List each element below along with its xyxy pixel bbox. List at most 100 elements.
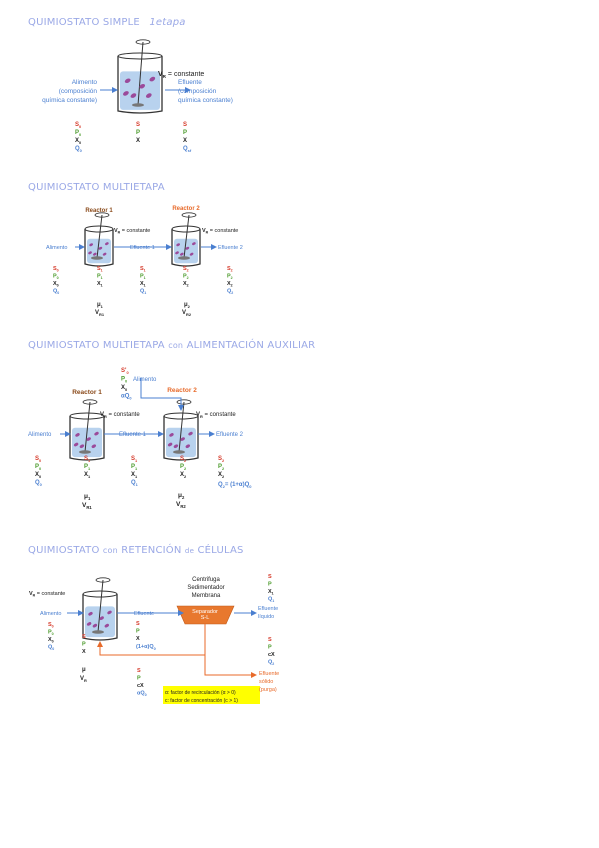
cell: [86, 622, 92, 626]
cell: [88, 251, 92, 255]
variable-p-label: P0: [121, 377, 127, 384]
variable-x-label: X: [136, 138, 140, 144]
variable-s-label: S2: [180, 456, 187, 463]
variable-x-label: X2: [227, 281, 233, 288]
variable-s-label: S'0: [121, 368, 129, 375]
variable-p-label: P: [183, 130, 187, 136]
cell: [98, 246, 103, 250]
volume-constant-label: VR = constante: [29, 591, 65, 598]
variable-s-label: S: [268, 637, 272, 643]
volume-constant-label: VR = constante: [100, 412, 140, 419]
variable-cx-label: cX: [137, 683, 144, 689]
stirrer-shaft: [97, 579, 104, 633]
variable-x-label: X1: [140, 281, 146, 288]
variable-p-label: P2: [218, 464, 225, 471]
stirrer-blade: [92, 630, 104, 634]
cell: [185, 444, 190, 449]
cell: [188, 431, 193, 436]
variable-s-label: S: [82, 634, 86, 640]
stirrer-motor: [135, 39, 151, 45]
cell: [124, 78, 131, 84]
effluent-label: Efluente: [134, 611, 154, 617]
mu-1-label: μ1: [84, 493, 91, 501]
variable-s-label: S1: [140, 266, 146, 273]
feed-label: Alimento: [40, 611, 61, 617]
section-title-retention: QUIMIOSTATO con RETENCIÓN de CÉLULAS: [28, 545, 244, 556]
variable-q-label: Qsf: [183, 146, 192, 153]
variable-p-label: P: [82, 642, 86, 648]
reactor-1-tank: [69, 399, 105, 461]
volume-constant-label: VR = constante: [196, 412, 236, 419]
variable-p-label: P0: [53, 274, 59, 281]
variable-p-label: P2: [180, 464, 187, 471]
cell: [139, 83, 146, 89]
cell: [73, 442, 79, 447]
cell: [107, 610, 112, 615]
stirrer-blade: [79, 450, 91, 454]
variable-x-label: X: [183, 138, 187, 144]
variable-p-label: P: [268, 582, 272, 588]
variable-x-label: X1: [131, 472, 138, 479]
tank-rim: [84, 225, 114, 233]
cell: [92, 623, 98, 628]
mu-2-label: μ2: [178, 492, 185, 500]
reactor-1-tank: [84, 212, 114, 267]
variable-x-label: X0: [48, 637, 54, 644]
reactor-2-label: Reactor 2: [167, 387, 197, 394]
variable-s-label: S0: [53, 266, 59, 273]
aux-feed-label: Alimento: [133, 377, 157, 383]
variable-x-label: X0: [35, 472, 41, 479]
liquid-effluent-label: líquido: [258, 614, 274, 620]
section-title-multistage-aux: QUIMIOSTATO MULTIETAPA con ALIMENTACIÓN …: [28, 340, 316, 351]
cell: [185, 246, 190, 250]
variable-s-label: S: [136, 122, 140, 128]
variable-p-label: P1: [140, 274, 146, 281]
separator-type-label: Membrana: [192, 593, 221, 599]
feed-label: química constante): [42, 97, 97, 104]
solid-effluent-label: (purga): [259, 687, 277, 693]
tank-wall: [82, 594, 118, 641]
cell: [91, 444, 96, 449]
variable-p-label: P2: [227, 274, 233, 281]
separator-label: S-L: [201, 615, 210, 621]
variable-x-label: X2: [218, 472, 225, 479]
variable-s-label: S2: [183, 266, 189, 273]
variable-q-label: Q1: [268, 597, 274, 604]
variable-p-label: P: [136, 130, 140, 136]
stirrer-shaft: [137, 41, 144, 106]
solid-effluent-label: Efluente: [259, 671, 279, 677]
tank-liquid: [166, 427, 196, 458]
cell: [105, 242, 109, 246]
variable-αq-label: αQ0: [137, 691, 147, 698]
reactor-2-tank: [171, 212, 201, 267]
mu-1-label: μ1: [97, 302, 104, 309]
volume-r2-label: VR2: [176, 501, 186, 509]
variable-s-label: S0: [75, 122, 81, 129]
variable-p-label: P2: [183, 274, 189, 281]
effluent-1-label: Efluente 1: [130, 245, 155, 251]
tank-rim: [171, 225, 201, 233]
volume-r2-label: VR2: [182, 310, 192, 317]
cell: [192, 242, 196, 246]
q2-label: Q2= (1+α)Q0: [218, 482, 252, 489]
variable-s-label: S: [137, 668, 141, 674]
tank-rim: [69, 412, 105, 420]
stirrer-blade: [91, 256, 103, 260]
variable-s-label: S: [268, 574, 272, 580]
section-tag-stage: 1etapa: [149, 17, 186, 28]
variable-q-label: Q2: [268, 660, 274, 667]
variable-s-label: S: [136, 621, 140, 627]
tank-wall: [171, 229, 201, 267]
reactor-2-label: Reactor 2: [172, 206, 200, 212]
variable-x-label: X: [82, 649, 86, 655]
cell: [175, 251, 179, 255]
cell: [180, 437, 185, 441]
variable-s-label: S2: [218, 456, 225, 463]
cell: [102, 252, 107, 256]
volume-constant-label: VR = constante: [114, 228, 150, 235]
stirrer-blade: [132, 103, 144, 107]
variable-p-label: P0: [75, 130, 81, 137]
volume-r1-label: VR1: [82, 502, 92, 510]
cell: [130, 93, 137, 98]
